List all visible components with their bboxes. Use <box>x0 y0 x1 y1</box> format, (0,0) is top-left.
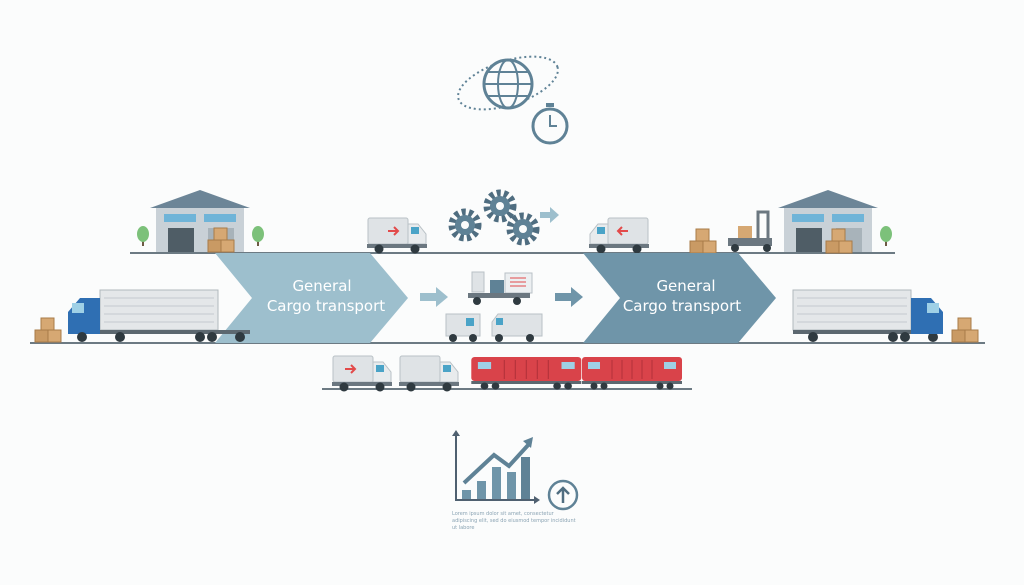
van-icon <box>445 313 481 342</box>
gear-icon <box>487 193 513 219</box>
stage-1-label-line2: Cargo transport <box>267 297 385 315</box>
boxes-icon <box>34 317 62 343</box>
gear-icon <box>452 212 478 238</box>
up-arrow-circle-icon <box>547 479 579 511</box>
stage-2-label-line2: Cargo transport <box>623 297 741 315</box>
stopwatch-icon <box>531 103 569 145</box>
globe-icon <box>457 55 559 111</box>
tree-icon <box>880 226 892 246</box>
boxes-icon <box>951 317 979 343</box>
stage-1-chevron <box>215 253 408 343</box>
forklift-icon <box>728 210 772 252</box>
train-icon <box>470 356 582 391</box>
boxes-icon <box>689 228 717 254</box>
gear-icon <box>510 216 536 242</box>
van-icon <box>366 217 428 254</box>
van-icon <box>588 217 650 254</box>
stage-2-label-line1: General <box>656 277 715 295</box>
stage-2-chevron <box>583 253 776 343</box>
arrow-icon <box>555 287 583 307</box>
tree-icon <box>252 226 264 246</box>
growth-chart-icon <box>452 430 540 504</box>
chart-caption: Lorem ipsum dolor sit amet, consectetur … <box>452 511 576 531</box>
train-icon <box>581 356 683 390</box>
van-icon <box>331 355 393 392</box>
warehouse-icon <box>150 190 250 252</box>
stage-1-label-line1: General <box>292 277 351 295</box>
tree-icon <box>137 226 149 246</box>
arrow-icon <box>540 207 559 223</box>
van-icon <box>491 313 543 342</box>
forklift-truck-icon <box>468 271 533 305</box>
arrow-icon <box>420 287 448 307</box>
van-icon <box>398 355 460 392</box>
truck-icon <box>68 289 251 343</box>
truck-icon <box>792 289 944 343</box>
